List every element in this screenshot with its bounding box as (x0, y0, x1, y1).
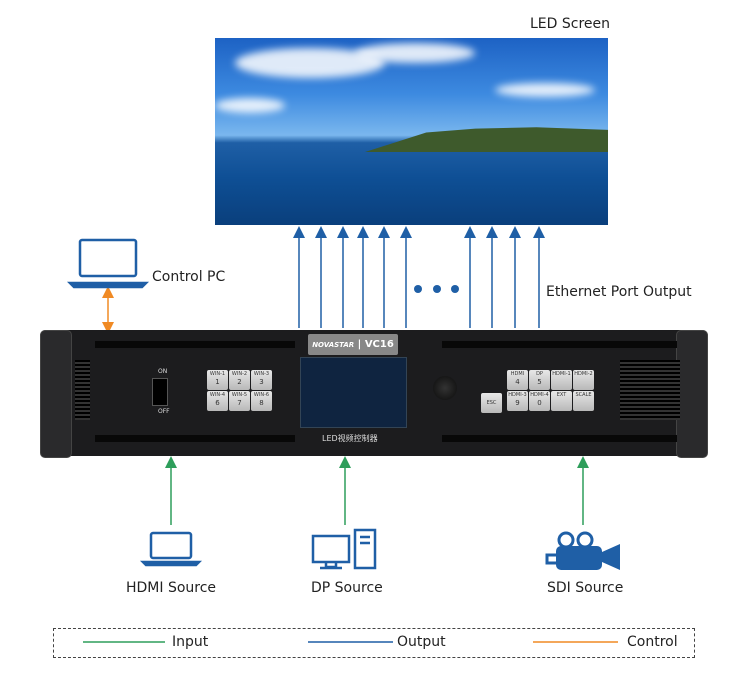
brand-name: NOVASTAR (312, 341, 355, 349)
key-ext[interactable]: EXT (551, 391, 572, 411)
model-name: VC16 (364, 339, 394, 350)
device-caption: LED视频控制器 (322, 434, 378, 443)
legend-input: Input (172, 634, 209, 650)
power-off-label: OFF (158, 408, 170, 415)
rack-ear-right (676, 330, 708, 458)
led-screen-label: LED Screen (530, 16, 611, 32)
ellipsis-dot (414, 285, 422, 293)
video-camera-icon (545, 531, 620, 570)
legend (53, 628, 695, 658)
desktop-pc-icon (311, 528, 377, 570)
legend-output: Output (397, 634, 446, 650)
control-pc-label: Control PC (152, 269, 226, 285)
legend-control: Control (627, 634, 678, 650)
power-switch[interactable] (152, 378, 168, 406)
sdi-source-label: SDI Source (547, 580, 624, 596)
laptop-icon (66, 238, 150, 289)
ethernet-output-label: Ethernet Port Output (546, 284, 692, 300)
rack-ear-left (40, 330, 72, 458)
novastar-logo: NOVASTAR | VC16 (308, 334, 398, 355)
ellipsis-dot (451, 285, 459, 293)
esc-key[interactable]: ESC (481, 393, 502, 413)
hdmi-laptop-icon (139, 531, 203, 567)
rotary-knob[interactable] (433, 376, 457, 400)
lcd-display (300, 357, 407, 428)
power-on-label: ON (158, 368, 168, 375)
led-screen-image (215, 38, 608, 225)
dp-source-label: DP Source (311, 580, 383, 596)
key-hdmi-1[interactable]: HDMI-1 (551, 370, 572, 390)
key-scale[interactable]: SCALE (573, 391, 594, 411)
ellipsis-dot (433, 285, 441, 293)
key-hdmi-2[interactable]: HDMI-2 (573, 370, 594, 390)
hdmi-source-label: HDMI Source (126, 580, 217, 596)
